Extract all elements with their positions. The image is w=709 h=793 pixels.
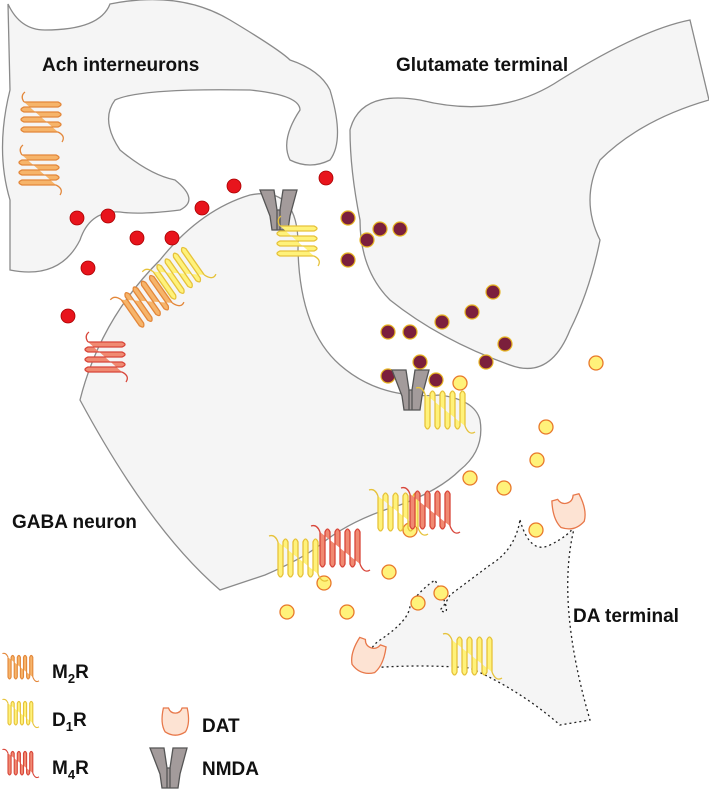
glutamate-dots — [340, 210, 513, 388]
da-dot — [339, 604, 355, 620]
glu-dot — [392, 221, 408, 237]
da-terminal-cell — [368, 519, 591, 726]
ach-dot — [194, 200, 210, 216]
da-dot — [529, 452, 545, 468]
glu-dot — [412, 354, 428, 370]
ach-interneuron-cell — [1, 0, 339, 273]
da-dot — [528, 522, 544, 538]
m4-receptor — [310, 524, 371, 572]
da-dot — [588, 355, 604, 371]
da-dot — [538, 419, 554, 435]
legend-d1-icon — [1, 698, 40, 729]
gaba-neuron-label: GABA neuron — [12, 512, 137, 533]
da-dot — [462, 470, 478, 486]
legend-m4-label: M4R — [52, 758, 89, 782]
glu-dot — [340, 252, 356, 268]
ach-interneurons-label: Ach interneurons — [42, 55, 200, 76]
ach-dot — [80, 260, 96, 276]
glutamate-terminal-cell — [349, 19, 709, 370]
da-terminal-label: DA terminal — [573, 606, 679, 627]
da-dot — [452, 375, 468, 391]
da-dot — [496, 480, 512, 496]
legend-m2-icon — [1, 652, 40, 683]
ach-dot — [60, 308, 76, 324]
da-dot — [410, 595, 426, 611]
legend-nmda-label: NMDA — [202, 759, 259, 780]
ach-dot — [129, 230, 145, 246]
legend-d1-label: D1R — [52, 710, 87, 734]
glu-dot — [340, 210, 356, 226]
glutamate-terminal-label: Glutamate terminal — [396, 55, 569, 76]
da-dot — [279, 604, 295, 620]
legend-m2-label: M2R — [52, 662, 89, 686]
legend-dat-label: DAT — [202, 716, 240, 737]
ach-dot — [226, 178, 242, 194]
da-dot — [316, 575, 332, 591]
m4-receptor — [400, 486, 461, 534]
ach-dot — [318, 170, 334, 186]
glu-dot — [380, 324, 396, 340]
ach-dot — [69, 210, 85, 226]
glu-dot — [497, 336, 513, 352]
glu-dot — [464, 304, 480, 320]
ach-dot — [164, 230, 180, 246]
glu-dot — [402, 324, 418, 340]
legend-dat-icon — [161, 707, 190, 736]
glu-dot — [428, 372, 444, 388]
glu-dot — [478, 354, 494, 370]
glu-dot — [372, 221, 388, 237]
glu-dot — [485, 284, 501, 300]
da-dot — [433, 585, 449, 601]
ach-dot — [100, 208, 116, 224]
dopamine-dots — [279, 355, 604, 620]
legend-m4-icon — [1, 748, 40, 779]
legend-nmda-icon — [149, 747, 188, 789]
dat-transporter — [549, 492, 590, 533]
glu-dot — [434, 314, 450, 330]
acetylcholine-dots — [60, 170, 334, 324]
glu-dot — [359, 232, 375, 248]
da-dot — [381, 564, 397, 580]
